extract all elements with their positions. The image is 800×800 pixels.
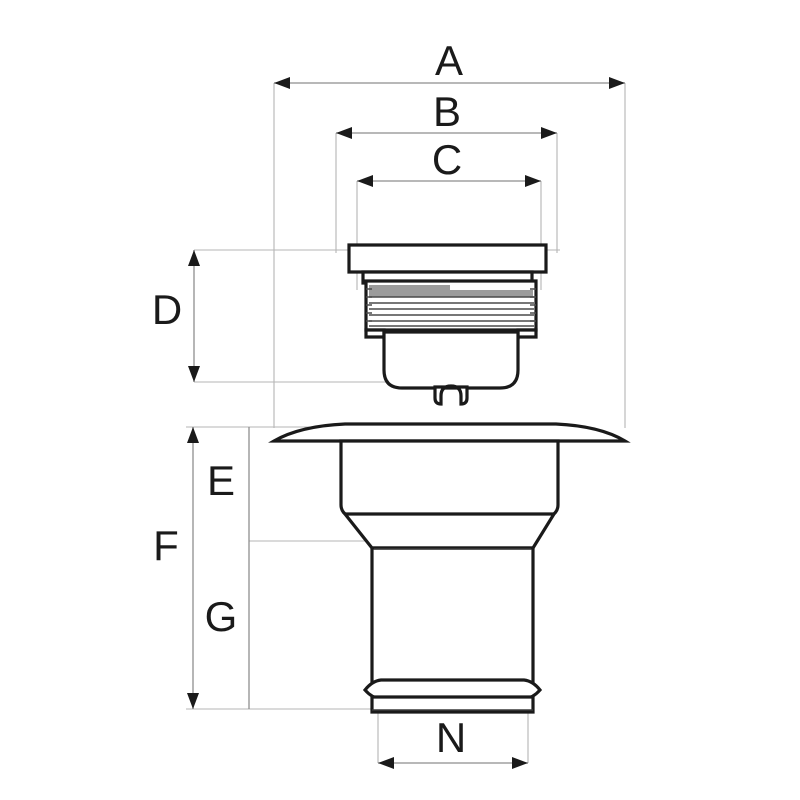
dimension-a <box>274 77 625 89</box>
thread-turn-lines <box>366 285 536 327</box>
arrowhead-b-left <box>336 127 352 139</box>
dimension-c <box>357 175 541 187</box>
dimension-n <box>378 757 528 769</box>
dimension-d <box>188 250 200 382</box>
arrowhead-c-right <box>525 175 541 187</box>
body-taper <box>341 512 557 550</box>
cap-body <box>347 243 548 274</box>
dimension-f <box>187 427 199 709</box>
arrowhead-d-bottom <box>188 366 200 382</box>
dimension-lines-group <box>187 77 625 769</box>
retaining-hook <box>433 384 469 406</box>
arrowhead-f-bottom <box>187 693 199 709</box>
arrowhead-f-top <box>187 427 199 443</box>
dimension-label-c: C <box>432 136 462 183</box>
dimension-label-e: E <box>207 457 235 504</box>
dimension-label-f: F <box>153 522 179 569</box>
dimension-labels-group: A B C D E F G N <box>152 37 466 761</box>
arrowhead-d-top <box>188 250 200 266</box>
upper-body <box>339 439 560 518</box>
arrowhead-c-left <box>357 175 373 187</box>
arrowhead-n-right <box>512 757 528 769</box>
thread-highlight <box>450 285 534 290</box>
hose-spigot <box>370 546 535 685</box>
cap-bulb <box>382 330 520 390</box>
deck-flange <box>268 422 631 443</box>
dimension-b <box>336 127 557 139</box>
arrowhead-a-right <box>609 77 625 89</box>
arrowhead-n-left <box>378 757 394 769</box>
dimension-label-b: B <box>433 88 461 135</box>
spigot-tail <box>370 695 535 714</box>
dimension-label-g: G <box>205 593 238 640</box>
arrowhead-a-left <box>274 77 290 89</box>
dimension-label-a: A <box>435 37 463 84</box>
dimension-label-n: N <box>436 714 466 761</box>
arrowhead-b-right <box>541 127 557 139</box>
part-geometry-group <box>268 243 631 714</box>
dimension-label-d: D <box>152 286 182 333</box>
